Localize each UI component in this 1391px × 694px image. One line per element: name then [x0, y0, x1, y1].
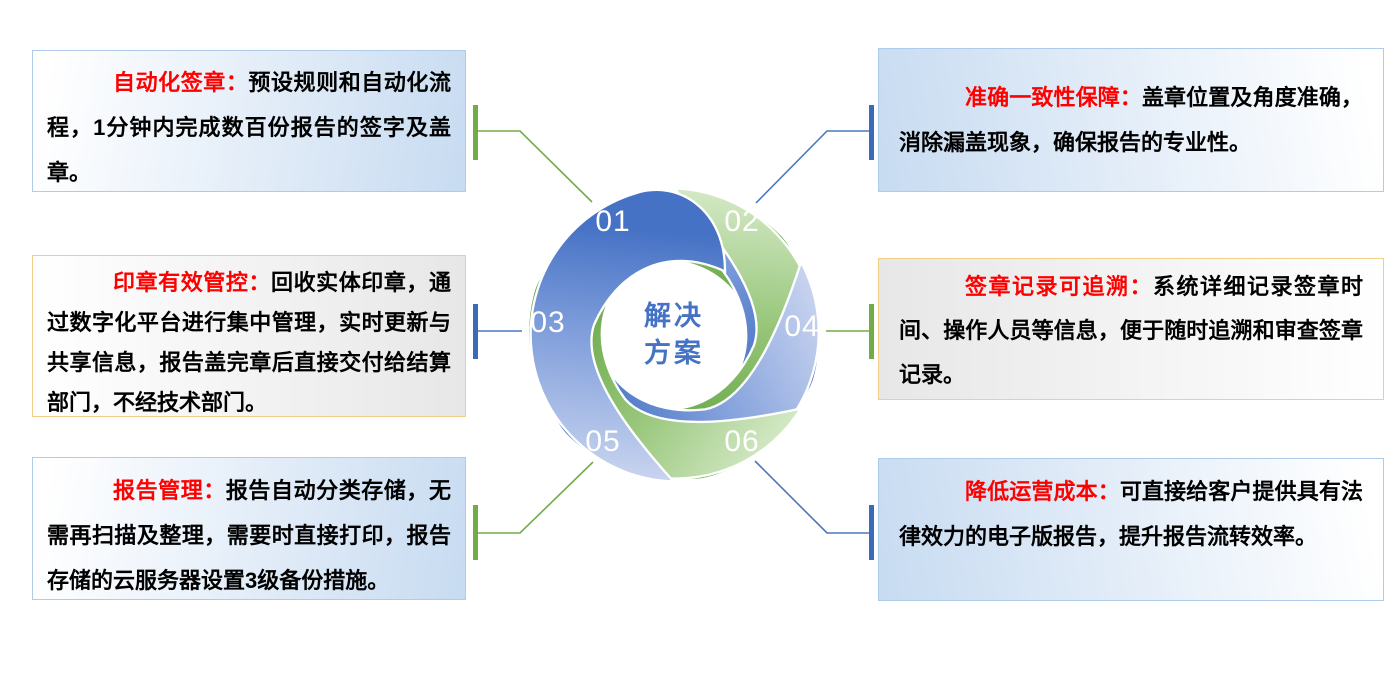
feature-02-heading: 准确一致性保障：: [965, 85, 1142, 110]
feature-06-heading: 降低运营成本：: [965, 479, 1120, 504]
wheel-number-02: 02: [724, 205, 760, 238]
connector-06-bar: [869, 505, 874, 560]
center-title-line1: 解决: [644, 301, 704, 331]
feature-04-body: 系统详细记录签章时间、操作人员等信息，便于随时追溯和审查签章记录。: [899, 274, 1363, 387]
feature-02-body: 盖章位置及角度准确，消除漏盖现象，确保报告的专业性。: [899, 85, 1363, 155]
wheel-number-03: 03: [530, 306, 566, 339]
connector-01-bar: [473, 105, 478, 160]
feature-03-heading: 印章有效管控：: [113, 270, 271, 295]
feature-01-body: 预设规则和自动化流程，1分钟内完成数百份报告的签字及盖章。: [47, 70, 451, 185]
wheel-number-06: 06: [724, 425, 760, 458]
feature-06-body: 可直接给客户提供具有法律效力的电子版报告，提升报告流转效率。: [899, 479, 1363, 549]
feature-box-06-lower-cost: 降低运营成本：可直接给客户提供具有法律效力的电子版报告，提升报告流转效率。: [878, 458, 1384, 601]
connector-02-line: [755, 130, 869, 204]
connector-03-bar: [473, 304, 478, 359]
connector-05-bar: [473, 505, 478, 560]
connector-06-line: [754, 460, 869, 534]
connector-05-line: [478, 461, 594, 534]
connector-02-bar: [869, 105, 874, 160]
feature-box-04-traceable-records: 签章记录可追溯：系统详细记录签章时间、操作人员等信息，便于随时追溯和审查签章记录…: [878, 258, 1384, 400]
connector-04-bar: [869, 304, 874, 359]
wheel-number-04: 04: [784, 310, 820, 343]
feature-04-heading: 签章记录可追溯：: [965, 274, 1153, 299]
feature-05-body: 报告自动分类存储，无需再扫描及整理，需要时直接打印，报告存储的云服务器设置3级备…: [47, 478, 451, 593]
wheel-number-05: 05: [585, 425, 621, 458]
feature-box-01-automated-signing: 自动化签章：预设规则和自动化流程，1分钟内完成数百份报告的签字及盖章。: [32, 50, 466, 192]
feature-05-heading: 报告管理：: [113, 478, 226, 503]
feature-01-heading: 自动化签章：: [113, 70, 249, 95]
wheel-number-01: 01: [595, 205, 631, 238]
feature-box-02-accuracy-guarantee: 准确一致性保障：盖章位置及角度准确，消除漏盖现象，确保报告的专业性。: [878, 48, 1384, 192]
connector-01-line: [478, 130, 593, 203]
center-title: 解决 方案: [609, 298, 739, 372]
feature-03-body: 回收实体印章，通过数字化平台进行集中管理，实时更新与共享信息，报告盖完章后直接交…: [47, 270, 451, 415]
feature-box-03-seal-management: 印章有效管控：回收实体印章，通过数字化平台进行集中管理，实时更新与共享信息，报告…: [32, 255, 466, 417]
center-title-line2: 方案: [644, 338, 704, 368]
feature-box-05-report-management: 报告管理：报告自动分类存储，无需再扫描及整理，需要时直接打印，报告存储的云服务器…: [32, 457, 466, 600]
